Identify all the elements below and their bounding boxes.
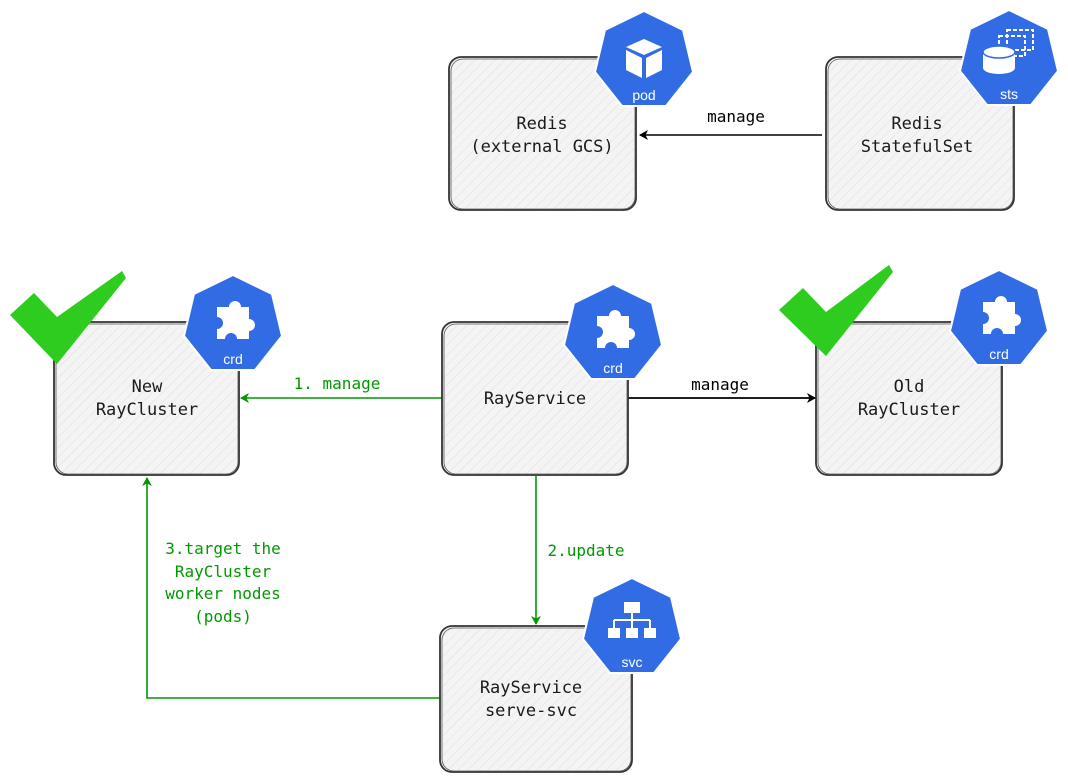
- edge-label-1-manage: 1. manage: [294, 374, 381, 393]
- edge-serve-svc-to-new-raycluster: 3.target the RayCluster worker nodes (po…: [142, 477, 440, 699]
- svc-badge: svc: [581, 576, 683, 674]
- node-label-line-2: serve-svc: [485, 701, 577, 721]
- cube-icon: [626, 39, 662, 78]
- node-label-line-1: RayService: [480, 678, 582, 698]
- database-stack-icon: [982, 29, 1034, 74]
- badge-label: crd: [603, 360, 622, 376]
- sts-badge: sts: [958, 8, 1060, 106]
- node-new-raycluster[interactable]: New RayCluster: [53, 321, 240, 476]
- crd-badge: crd: [182, 273, 284, 371]
- node-label-line-1: New: [132, 377, 163, 397]
- edge-sts-to-redis: manage: [639, 107, 822, 140]
- puzzle-icon: [217, 301, 255, 339]
- edge-label-target-line-4: (pods): [194, 607, 252, 626]
- network-hierarchy-icon: [608, 602, 656, 638]
- checkmark-icon: [779, 265, 893, 356]
- edge-label-manage: manage: [707, 107, 765, 126]
- puzzle-icon: [597, 310, 635, 348]
- node-label-line-1: Old: [894, 377, 925, 397]
- edge-label-manage-old: manage: [691, 375, 749, 394]
- node-rayservice-serve-svc[interactable]: RayService serve-svc: [439, 625, 633, 773]
- node-label-line-1: Redis: [891, 114, 942, 134]
- edge-label-target-line-1: 3.target the: [165, 539, 281, 558]
- badge-label: svc: [622, 654, 643, 670]
- badge-label: crd: [989, 346, 1008, 362]
- crd-badge: crd: [948, 268, 1050, 366]
- edge-label-2-update: 2.update: [547, 541, 624, 560]
- node-label: RayService: [484, 389, 586, 409]
- edge-label-target-line-2: RayCluster: [175, 562, 272, 581]
- edge-label-target-line-3: worker nodes: [165, 584, 281, 603]
- node-label-line-2: RayCluster: [858, 400, 960, 420]
- checkmark-icon: [10, 271, 126, 364]
- edge-rayservice-to-new-raycluster: 1. manage: [240, 374, 442, 403]
- edge-rayservice-to-old-raycluster: manage: [628, 375, 816, 403]
- node-label-line-1: Redis: [516, 114, 567, 134]
- edge-rayservice-to-serve-svc: 2.update: [531, 476, 625, 625]
- badge-label: sts: [1000, 86, 1018, 102]
- node-label-line-2: RayCluster: [96, 400, 198, 420]
- node-old-raycluster[interactable]: Old RayCluster: [815, 321, 1003, 476]
- node-redis-statefulset[interactable]: Redis StatefulSet: [825, 56, 1015, 211]
- node-label-line-2: StatefulSet: [861, 137, 974, 157]
- node-redis-external-gcs[interactable]: Redis (external GCS): [448, 56, 637, 211]
- badge-label: pod: [632, 87, 655, 103]
- puzzle-icon: [983, 296, 1021, 334]
- badge-label: crd: [223, 351, 242, 367]
- pod-badge: pod: [593, 9, 695, 107]
- node-label-line-2: (external GCS): [470, 137, 613, 157]
- crd-badge: crd: [562, 282, 664, 380]
